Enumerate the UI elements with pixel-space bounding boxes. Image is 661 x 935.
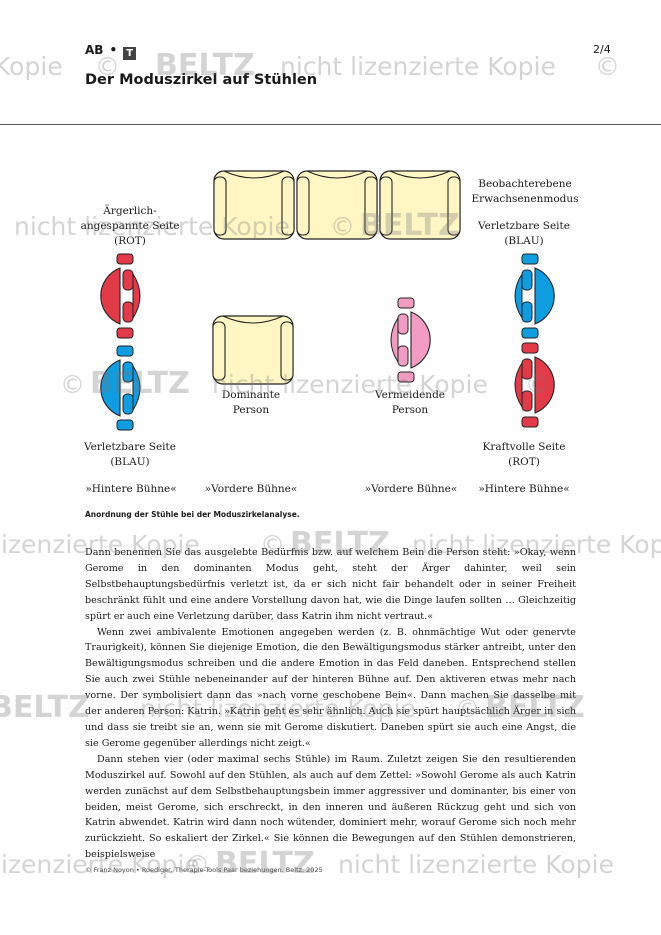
- label-vulnerable-bottom-left: Verletzbare Seite(BLAU): [84, 441, 176, 468]
- label-angry-side: Ärgerlich-angespannte Seite(ROT): [80, 205, 180, 247]
- watermark-brand: BELTZ: [0, 690, 90, 725]
- paragraph: Wenn zwei ambivalente Emotionen angegebe…: [85, 626, 576, 749]
- vulnerable-side-chair-blue-right: [514, 253, 555, 339]
- figure-caption: Anordnung der Stühle bei der Moduszirkel…: [85, 510, 300, 519]
- stage-label-back-left: »Hintere Bühne«: [85, 483, 177, 495]
- observer-chair-2: [296, 170, 378, 240]
- body-text: Dann benennen Sie das ausgelebte Bedürfn…: [85, 545, 576, 863]
- header-divider: [0, 124, 661, 125]
- observer-chair-3: [379, 170, 461, 240]
- paragraph: Dann benennen Sie das ausgelebte Bedürfn…: [85, 547, 576, 622]
- label-vulnerable-top-right: Verletzbare Seite(BLAU): [478, 220, 570, 247]
- dominant-person-chair: [212, 315, 294, 385]
- tool-badge-icon: T: [123, 47, 137, 60]
- paragraph: Dann stehen vier (oder maximal sechs Stü…: [85, 753, 576, 861]
- strong-side-chair-red: [514, 342, 555, 428]
- observer-chair-1: [213, 170, 295, 240]
- page-title: Der Moduszirkel auf Stühlen: [85, 72, 318, 88]
- angry-side-chair-red: [100, 253, 141, 339]
- worksheet-tag: AB • T: [85, 43, 137, 60]
- avoiding-person-chair: [390, 297, 431, 383]
- bullet-separator: •: [109, 43, 118, 57]
- chair-arrangement-figure: [100, 170, 555, 431]
- stage-label-front-left: »Vordere Bühne«: [204, 483, 298, 495]
- worksheet-type: AB: [85, 43, 104, 57]
- vulnerable-side-chair-blue-left: [100, 345, 141, 431]
- stage-label-back-right: »Hintere Bühne«: [478, 483, 570, 495]
- label-strong-side: Kraftvolle Seite(ROT): [482, 441, 566, 468]
- footer-copyright: © Franz Noyon • Roediger, Therapie-Tools…: [85, 866, 323, 874]
- page-number: 2/4: [593, 43, 611, 56]
- stage-label-front-right: »Vordere Bühne«: [364, 483, 458, 495]
